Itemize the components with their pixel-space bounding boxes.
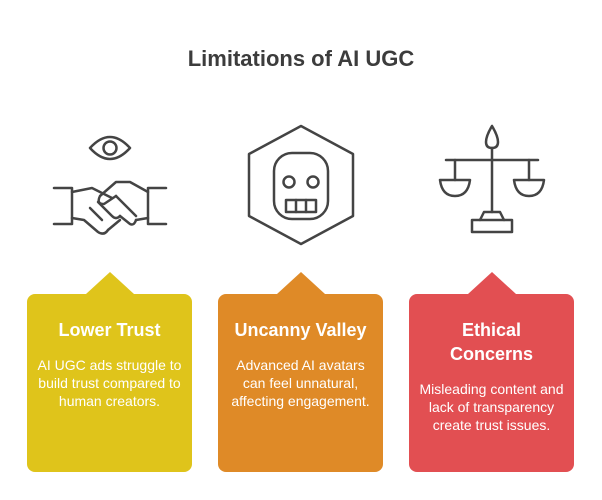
diagram-title: Limitations of AI UGC [187,46,415,71]
card-title: Lower Trust [58,320,161,340]
scales-of-justice-icon [432,120,552,250]
card-ethical-concerns: Ethical Concerns Misleading content and … [409,272,574,472]
handshake-eye-icon [50,120,170,250]
card-description: AI UGC ads struggle to build trust compa… [37,357,182,409]
card-title: Ethical Concerns [449,320,534,364]
card-description: Misleading content and lack of transpare… [419,381,564,433]
card-uncanny-valley: Uncanny Valley Advanced AI avatars can f… [218,272,383,472]
card-lower-trust: Lower Trust AI UGC ads struggle to build… [27,272,192,472]
card-title: Uncanny Valley [234,320,367,340]
robot-face-hexagon-icon [241,120,361,250]
card-description: Advanced AI avatars can feel unnatural, … [231,357,370,409]
